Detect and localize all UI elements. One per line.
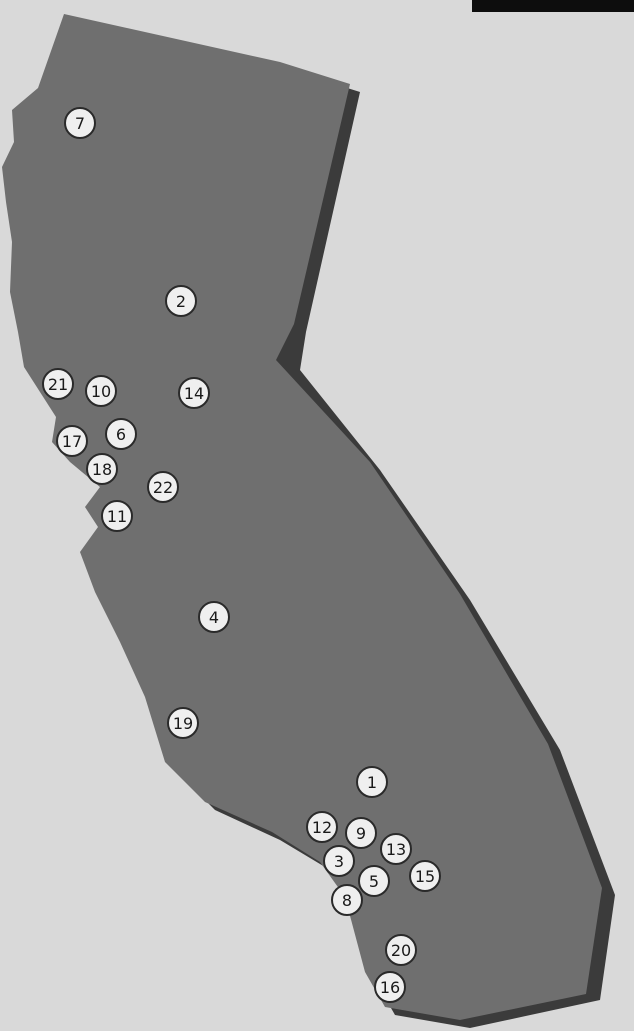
marker-circle <box>380 833 412 865</box>
marker-circle <box>85 375 117 407</box>
marker-label: 13 <box>386 840 406 859</box>
marker-label: 9 <box>356 824 366 843</box>
marker-17: 17 <box>56 425 88 457</box>
marker-label: 10 <box>91 382 111 401</box>
marker-circle <box>101 500 133 532</box>
marker-label: 15 <box>415 867 435 886</box>
marker-circle <box>86 453 118 485</box>
marker-label: 12 <box>312 818 332 837</box>
marker-circle <box>331 884 363 916</box>
marker-label: 16 <box>380 978 400 997</box>
marker-label: 5 <box>369 872 379 891</box>
marker-label: 14 <box>184 384 204 403</box>
marker-19: 19 <box>167 707 199 739</box>
corner-black-bar <box>472 0 634 12</box>
marker-7: 7 <box>64 107 96 139</box>
marker-13: 13 <box>380 833 412 865</box>
marker-14: 14 <box>178 377 210 409</box>
marker-label: 2 <box>176 292 186 311</box>
marker-label: 8 <box>342 891 352 910</box>
marker-circle <box>345 817 377 849</box>
marker-circle <box>64 107 96 139</box>
marker-3: 3 <box>323 845 355 877</box>
marker-circle <box>198 601 230 633</box>
marker-circle <box>165 285 197 317</box>
marker-10: 10 <box>85 375 117 407</box>
marker-2: 2 <box>165 285 197 317</box>
marker-15: 15 <box>409 860 441 892</box>
marker-6: 6 <box>105 418 137 450</box>
marker-circle <box>385 934 417 966</box>
marker-21: 21 <box>42 368 74 400</box>
marker-circle <box>358 865 390 897</box>
marker-22: 22 <box>147 471 179 503</box>
marker-9: 9 <box>345 817 377 849</box>
marker-circle <box>323 845 355 877</box>
marker-8: 8 <box>331 884 363 916</box>
marker-label: 20 <box>391 941 411 960</box>
marker-label: 11 <box>107 507 127 526</box>
marker-circle <box>374 971 406 1003</box>
marker-circle <box>105 418 137 450</box>
marker-label: 4 <box>209 608 219 627</box>
marker-label: 3 <box>334 852 344 871</box>
marker-circle <box>167 707 199 739</box>
marker-1: 1 <box>356 766 388 798</box>
marker-11: 11 <box>101 500 133 532</box>
marker-label: 21 <box>48 375 68 394</box>
state-land <box>2 14 602 1020</box>
marker-circle <box>178 377 210 409</box>
marker-5: 5 <box>358 865 390 897</box>
marker-circle <box>42 368 74 400</box>
marker-label: 19 <box>173 714 193 733</box>
marker-label: 6 <box>116 425 126 444</box>
marker-label: 22 <box>153 478 173 497</box>
marker-circle <box>147 471 179 503</box>
marker-16: 16 <box>374 971 406 1003</box>
marker-circle <box>306 811 338 843</box>
marker-label: 1 <box>367 773 377 792</box>
marker-circle <box>356 766 388 798</box>
marker-label: 7 <box>75 114 85 133</box>
marker-18: 18 <box>86 453 118 485</box>
marker-circle <box>409 860 441 892</box>
marker-12: 12 <box>306 811 338 843</box>
marker-20: 20 <box>385 934 417 966</box>
marker-label: 17 <box>62 432 82 451</box>
marker-circle <box>56 425 88 457</box>
marker-label: 18 <box>92 460 112 479</box>
marker-4: 4 <box>198 601 230 633</box>
